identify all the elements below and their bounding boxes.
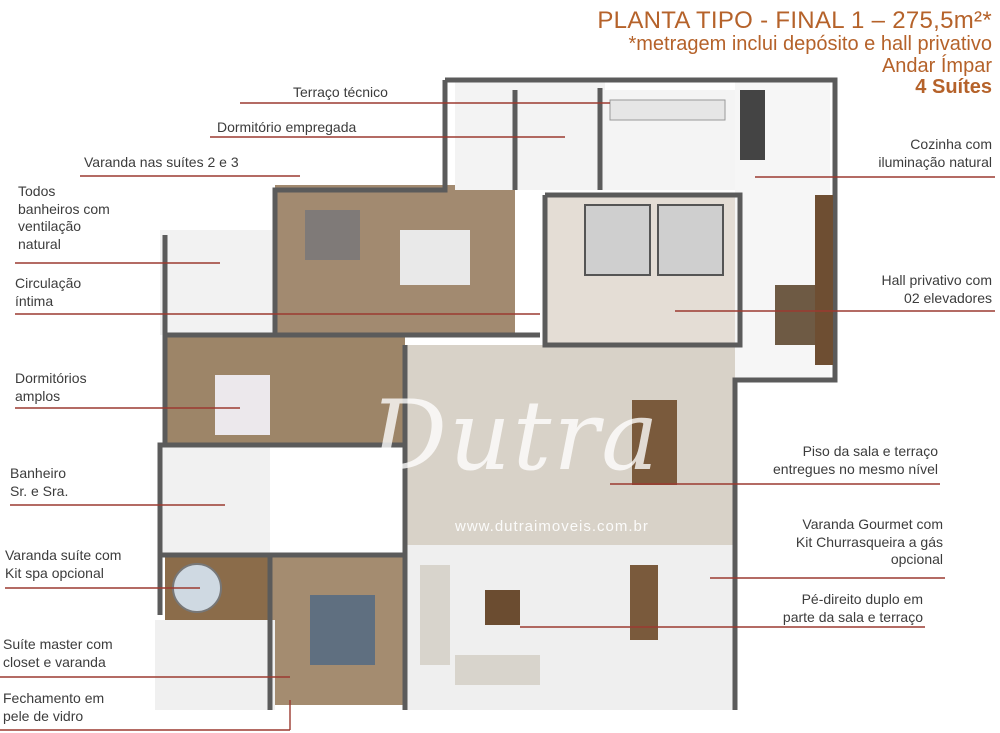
elevator-1	[584, 204, 651, 276]
page-title: PLANTA TIPO - FINAL 1 – 275,5m²*	[597, 7, 992, 34]
suites-count: 4 Suítes	[915, 76, 992, 99]
label-cozinha: Cozinha com iluminação natural	[878, 136, 992, 170]
label-banheiro-sr-sra: Banheiro Sr. e Sra.	[10, 465, 69, 499]
dining-table	[632, 400, 677, 485]
label-dormitorios: Dormitórios amplos	[15, 370, 87, 404]
sofa-2	[455, 655, 540, 685]
leader-lines	[0, 102, 995, 731]
label-banheiros: Todos banheiros com ventilação natural	[18, 183, 110, 252]
kitchen-table	[775, 285, 820, 345]
bed-suite-2	[305, 210, 360, 260]
label-hall-privativo: Hall privativo com 02 elevadores	[881, 272, 992, 306]
coffee-table	[485, 590, 520, 625]
floor-type: Andar Ímpar	[881, 54, 992, 77]
label-piso-sala: Piso da sala e terraço entregues no mesm…	[773, 443, 938, 477]
label-suite-master: Suíte master com closet e varanda	[3, 636, 113, 670]
label-circulacao: Circulação íntima	[15, 275, 82, 309]
stove	[740, 90, 765, 160]
sofa	[420, 565, 450, 665]
bathroom-sr-sra-floor	[160, 445, 270, 555]
area-note: *metragem inclui depósito e hall privati…	[628, 32, 992, 55]
bed-dormitory	[215, 375, 270, 435]
watermark-logo: Dutra	[370, 380, 661, 492]
living-room-floor	[405, 345, 735, 545]
master-balcony-floor	[155, 620, 275, 710]
label-varanda-spa: Varanda suíte com Kit spa opcional	[5, 547, 122, 581]
bedroom-floor	[165, 335, 405, 445]
label-dormitorio-empregada: Dormitório empregada	[217, 119, 357, 135]
elevator-2	[657, 204, 724, 276]
label-varanda-suites: Varanda nas suítes 2 e 3	[84, 154, 239, 170]
service-area-floor	[455, 80, 605, 190]
walls	[157, 77, 838, 710]
label-fechamento: Fechamento em pele de vidro	[3, 690, 105, 724]
label-varanda-gourmet: Varanda Gourmet com Kit Churrasqueira a …	[795, 516, 943, 567]
label-pe-direito: Pé-direito duplo em parte da sala e terr…	[782, 591, 923, 625]
label-terraco-tecnico: Terraço técnico	[293, 84, 388, 100]
kitchen-cabinet	[609, 99, 726, 121]
bathroom-floor	[160, 230, 275, 335]
header: PLANTA TIPO - FINAL 1 – 275,5m²* *metrag…	[597, 8, 992, 99]
gourmet-table	[630, 565, 658, 640]
bed-master	[310, 595, 375, 665]
kitchen-counter	[815, 195, 833, 365]
watermark-url: www.dutraimoveis.com.br	[455, 518, 649, 535]
bed-suite-3	[400, 230, 470, 285]
